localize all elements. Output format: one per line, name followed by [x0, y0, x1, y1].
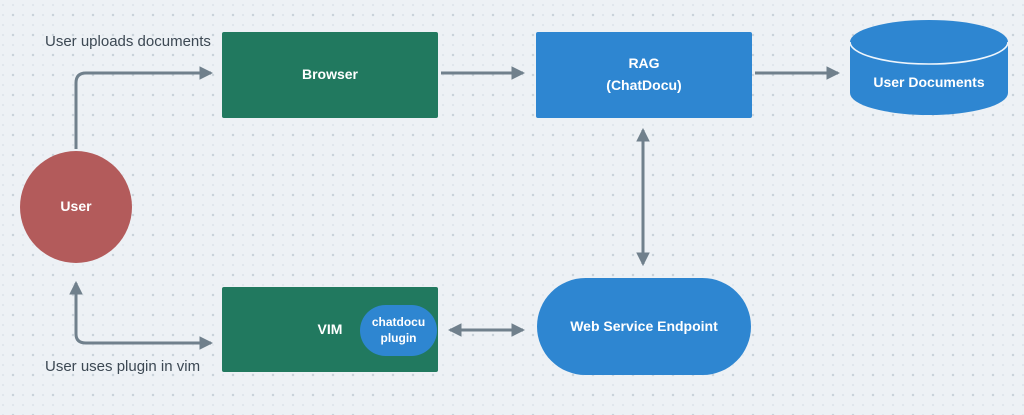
database-cylinder-shape: [850, 20, 1008, 115]
node-browser[interactable]: Browser: [222, 32, 438, 118]
node-vim-label: VIM: [317, 320, 343, 337]
node-chatdocu-plugin[interactable]: chatdocu plugin: [360, 305, 437, 356]
node-vim[interactable]: VIM chatdocu plugin: [222, 287, 438, 372]
node-rag-label-line2: (ChatDocu): [606, 77, 682, 93]
node-chatdocu-plugin-label-line2: plugin: [380, 330, 417, 345]
node-web-service-endpoint-label: Web Service Endpoint: [570, 317, 718, 334]
node-user[interactable]: User: [20, 151, 132, 263]
arrow-user-to-browser: [74, 66, 214, 149]
node-rag-label-line1: RAG: [628, 55, 660, 72]
node-web-service-endpoint[interactable]: Web Service Endpoint: [537, 278, 751, 375]
arrow-vim-to-user: [69, 280, 214, 350]
node-user-documents-label: User Documents: [873, 73, 985, 90]
node-rag[interactable]: RAG (ChatDocu): [536, 32, 752, 118]
annotation-user-uploads-documents: User uploads documents: [45, 33, 211, 50]
annotation-user-uses-plugin-in-vim: User uses plugin in vim: [45, 358, 201, 375]
node-user-label: User: [60, 198, 92, 215]
node-browser-label: Browser: [301, 66, 359, 83]
node-user-documents[interactable]: User Documents: [850, 20, 1008, 115]
node-chatdocu-plugin-label-line1: chatdocu: [371, 314, 426, 329]
